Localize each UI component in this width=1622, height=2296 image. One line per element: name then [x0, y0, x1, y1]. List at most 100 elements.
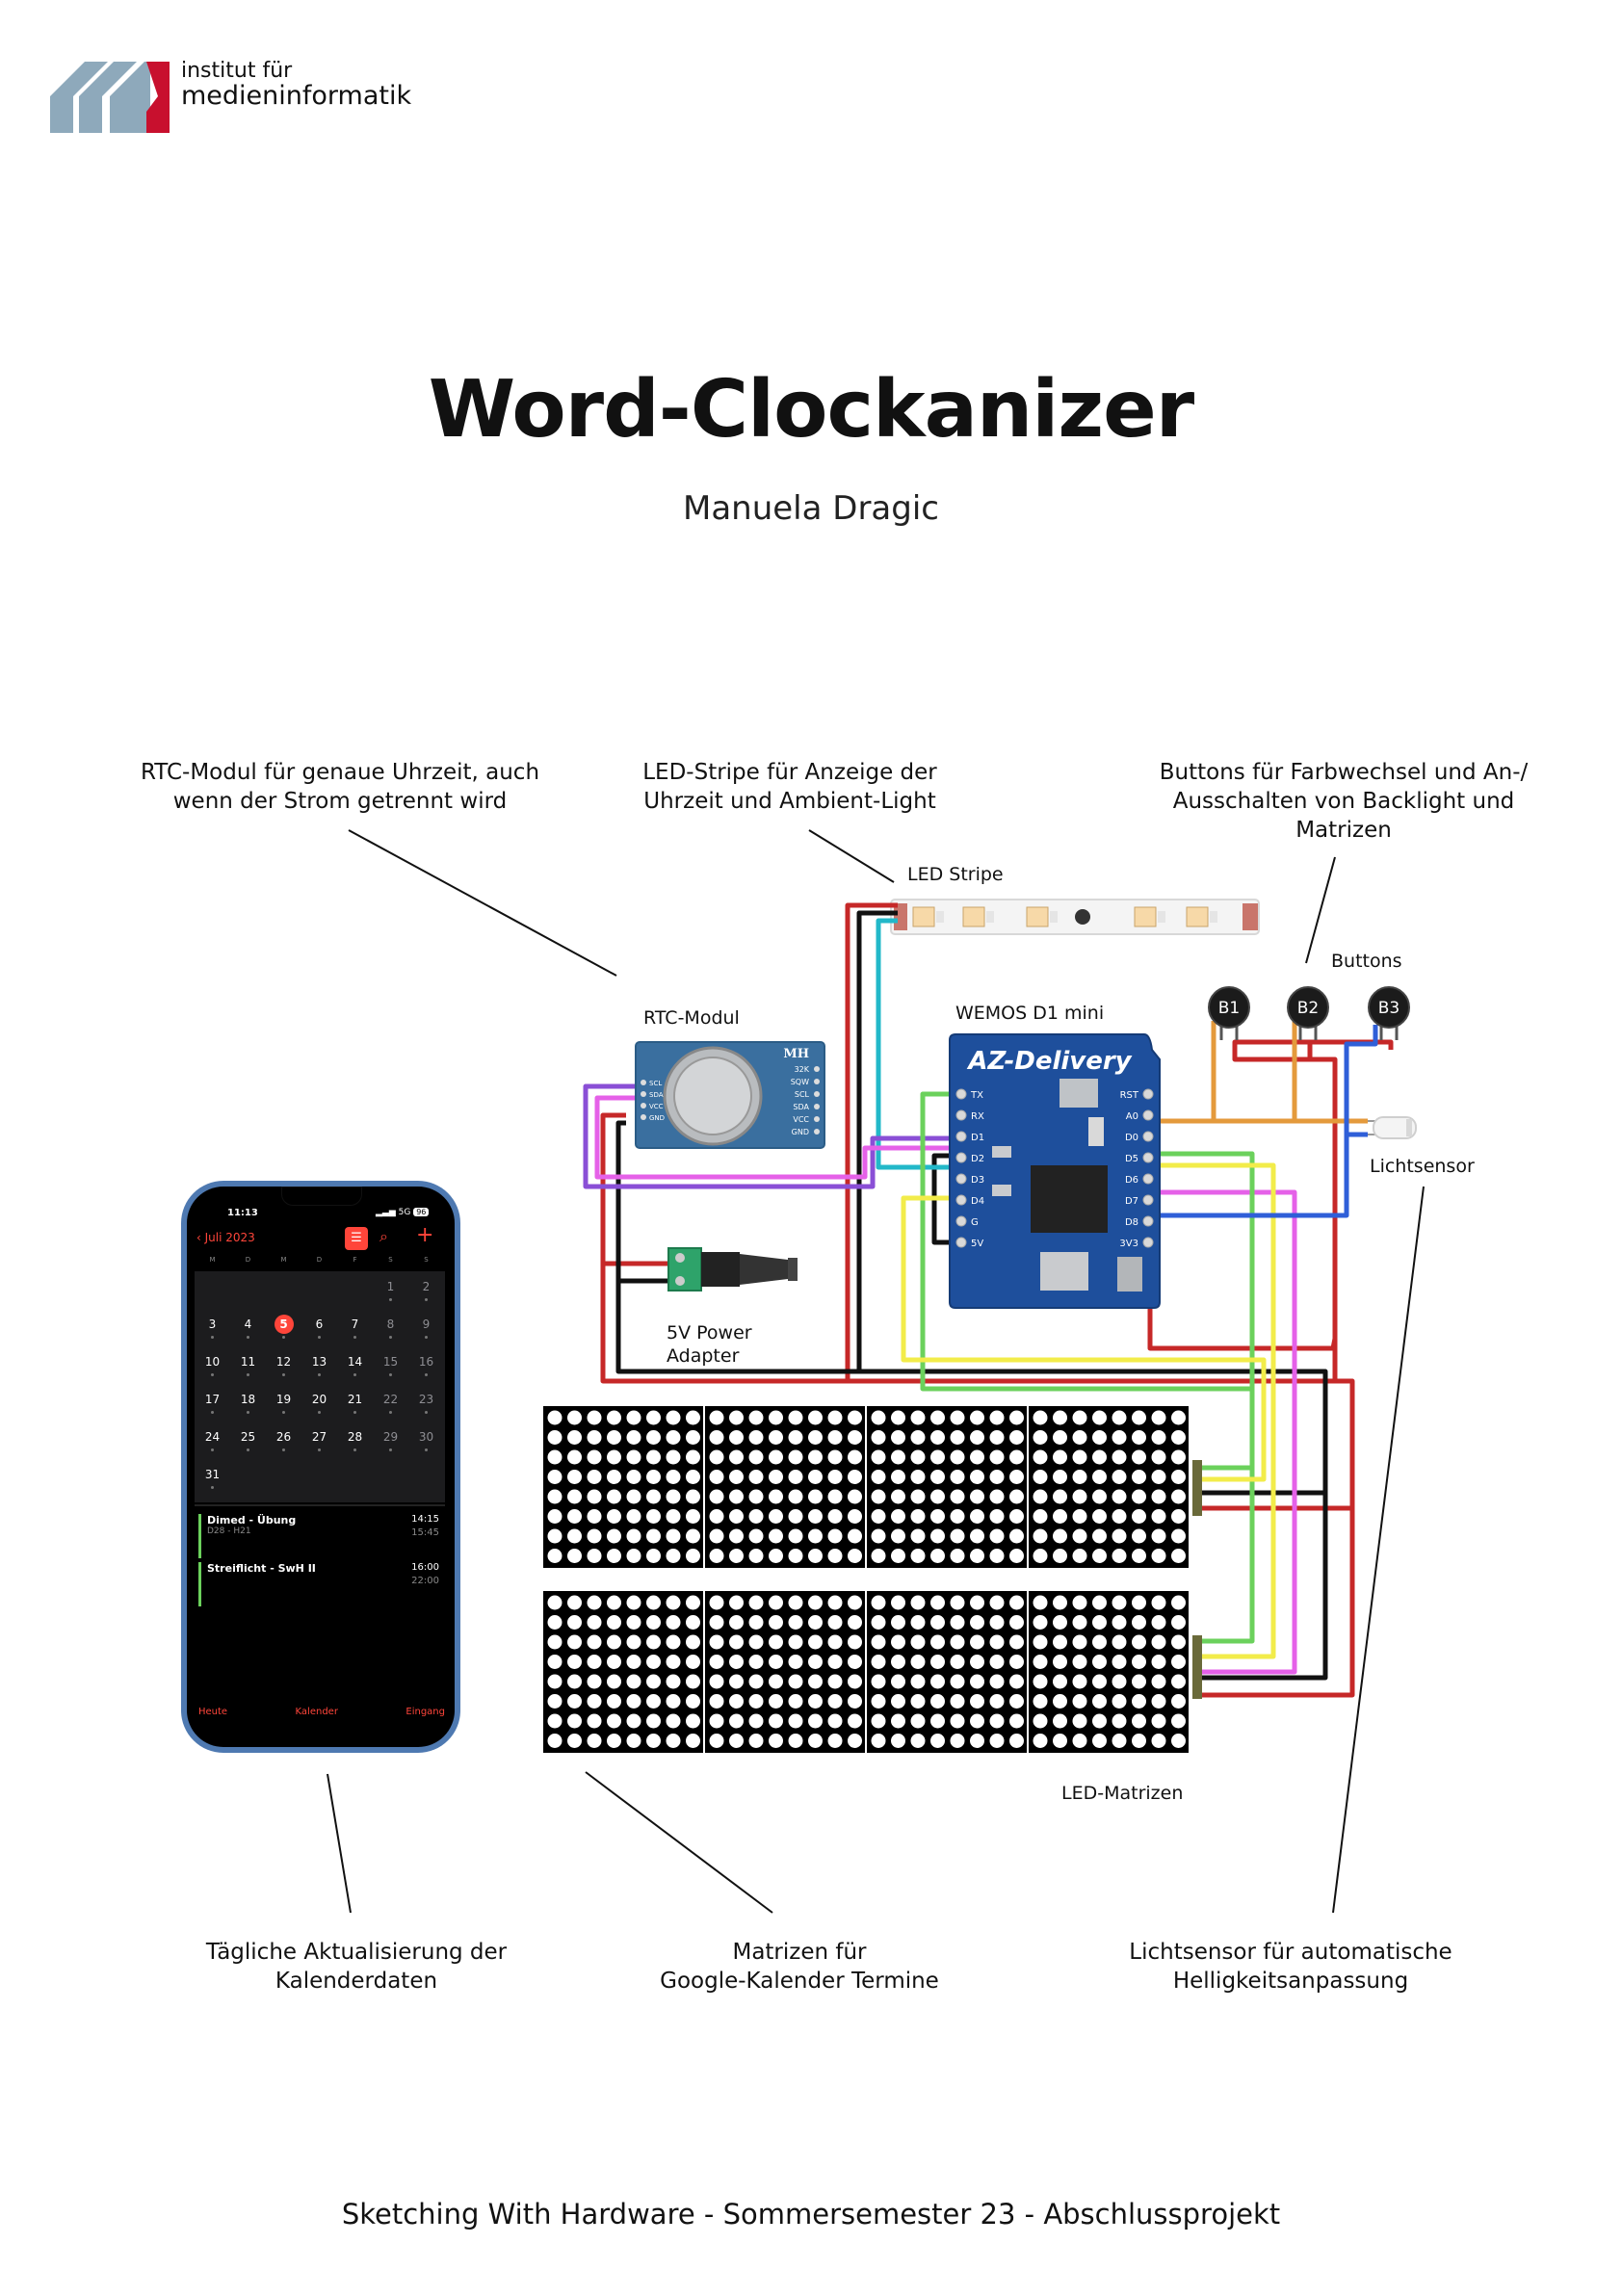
matrix-led	[808, 1430, 823, 1445]
calendar-day[interactable]: 1	[373, 1277, 408, 1314]
calendar-day	[195, 1277, 230, 1314]
events-divider	[195, 1504, 445, 1506]
calendar-day[interactable]: 13	[301, 1352, 337, 1389]
calendar-day[interactable]: 31	[195, 1465, 230, 1501]
matrix-led	[930, 1430, 945, 1445]
matrix-led	[686, 1694, 700, 1709]
calendar-day[interactable]: 18	[230, 1390, 266, 1426]
matrix-led	[646, 1470, 661, 1484]
matrix-led	[788, 1713, 803, 1729]
matrix-led	[1053, 1713, 1067, 1729]
calendar-day[interactable]: 27	[301, 1427, 337, 1464]
calendar-day[interactable]: 24	[195, 1427, 230, 1464]
push-button-1[interactable]	[1208, 986, 1250, 1029]
note-calendar-line1: Tägliche Aktualisierung der	[205, 1940, 508, 1965]
matrix-module	[1029, 1591, 1189, 1753]
matrix-led	[748, 1694, 764, 1709]
search-button[interactable]: ⌕	[379, 1227, 388, 1246]
push-button-2[interactable]	[1287, 986, 1329, 1029]
calendar-day[interactable]: 12	[266, 1352, 301, 1389]
event-dot	[425, 1411, 428, 1414]
wire-red-matrix	[848, 1378, 1355, 1698]
tab-today[interactable]: Heute	[198, 1707, 228, 1717]
matrix-led	[871, 1470, 886, 1484]
note-matrices: Matrizen für Google-Kalender Termine	[616, 1938, 982, 1996]
calendar-day[interactable]: 6	[301, 1315, 337, 1351]
calendar-day[interactable]: 5	[266, 1315, 301, 1351]
calendar-day[interactable]: 26	[266, 1427, 301, 1464]
matrix-led	[709, 1449, 724, 1465]
matrix-led	[1072, 1509, 1087, 1524]
matrix-led	[1151, 1713, 1166, 1729]
calendar-day[interactable]: 10	[195, 1352, 230, 1389]
calendar-day[interactable]: 20	[301, 1390, 337, 1426]
matrix-led	[547, 1449, 562, 1465]
matrix-led	[607, 1694, 621, 1709]
push-button-3[interactable]	[1368, 986, 1410, 1029]
calendar-day[interactable]: 17	[195, 1390, 230, 1426]
rtc-pin	[814, 1091, 820, 1097]
matrix-led	[871, 1509, 886, 1524]
battery-badge: 96	[413, 1208, 430, 1216]
matrix-led	[848, 1634, 862, 1650]
calendar-day[interactable]: 2	[408, 1277, 444, 1314]
matrix-led	[910, 1549, 926, 1563]
matrix-led	[587, 1674, 602, 1689]
calendar-day	[266, 1277, 301, 1314]
calendar-day[interactable]: 11	[230, 1352, 266, 1389]
calendar-day[interactable]: 3	[195, 1315, 230, 1351]
matrix-led	[970, 1528, 984, 1544]
add-event-button[interactable]: +	[416, 1223, 433, 1247]
matrix-led	[1033, 1595, 1048, 1610]
month-back-button[interactable]: ‹ Juli 2023	[196, 1231, 255, 1244]
wire-blue-b3	[1156, 1025, 1378, 1218]
matrix-led	[930, 1549, 945, 1563]
board-pin	[1142, 1215, 1154, 1227]
calendar-day[interactable]: 14	[337, 1352, 373, 1389]
calendar-day[interactable]: 15	[373, 1352, 408, 1389]
matrix-led	[848, 1489, 862, 1504]
calendar-day[interactable]: 28	[337, 1427, 373, 1464]
calendar-day[interactable]: 19	[266, 1390, 301, 1426]
matrix-led	[891, 1595, 905, 1610]
calendar-day[interactable]: 16	[408, 1352, 444, 1389]
board-pin	[955, 1109, 967, 1121]
matrix-led	[729, 1734, 744, 1748]
calendar-day[interactable]: 8	[373, 1315, 408, 1351]
calendar-day[interactable]: 7	[337, 1315, 373, 1351]
note-buttons-line3: Matrizen	[1295, 818, 1392, 843]
day-number: 7	[351, 1318, 359, 1331]
matrix-led	[748, 1615, 764, 1630]
matrix-led	[729, 1694, 744, 1709]
matrix-led	[1151, 1634, 1166, 1650]
matrix-led	[910, 1674, 926, 1689]
calendar-day[interactable]: 29	[373, 1427, 408, 1464]
matrix-led	[788, 1410, 803, 1425]
matrix-led	[547, 1549, 562, 1563]
tab-calendars[interactable]: Kalender	[295, 1707, 338, 1717]
calendar-day[interactable]: 21	[337, 1390, 373, 1426]
matrix-led	[666, 1489, 681, 1504]
calendar-day[interactable]: 25	[230, 1427, 266, 1464]
calendar-day[interactable]: 30	[408, 1427, 444, 1464]
calendar-day[interactable]: 22	[373, 1390, 408, 1426]
matrix-led	[686, 1595, 700, 1610]
calendar-day[interactable]: 23	[408, 1390, 444, 1426]
calendar-day[interactable]: 4	[230, 1315, 266, 1351]
rtc-pin-label: VCC	[649, 1103, 664, 1110]
day-number: 30	[418, 1430, 434, 1444]
list-view-button[interactable]: ☰	[345, 1227, 368, 1250]
matrix-led	[1132, 1615, 1146, 1630]
board-pin	[955, 1152, 967, 1163]
rtc-pin	[814, 1104, 820, 1109]
tab-inbox[interactable]: Eingang	[406, 1707, 445, 1717]
matrix-led	[587, 1655, 602, 1669]
calendar-day[interactable]: 9	[408, 1315, 444, 1351]
matrix-led	[910, 1470, 926, 1484]
matrix-led	[607, 1674, 621, 1689]
matrix-led	[848, 1655, 862, 1669]
matrix-led	[1132, 1489, 1146, 1504]
